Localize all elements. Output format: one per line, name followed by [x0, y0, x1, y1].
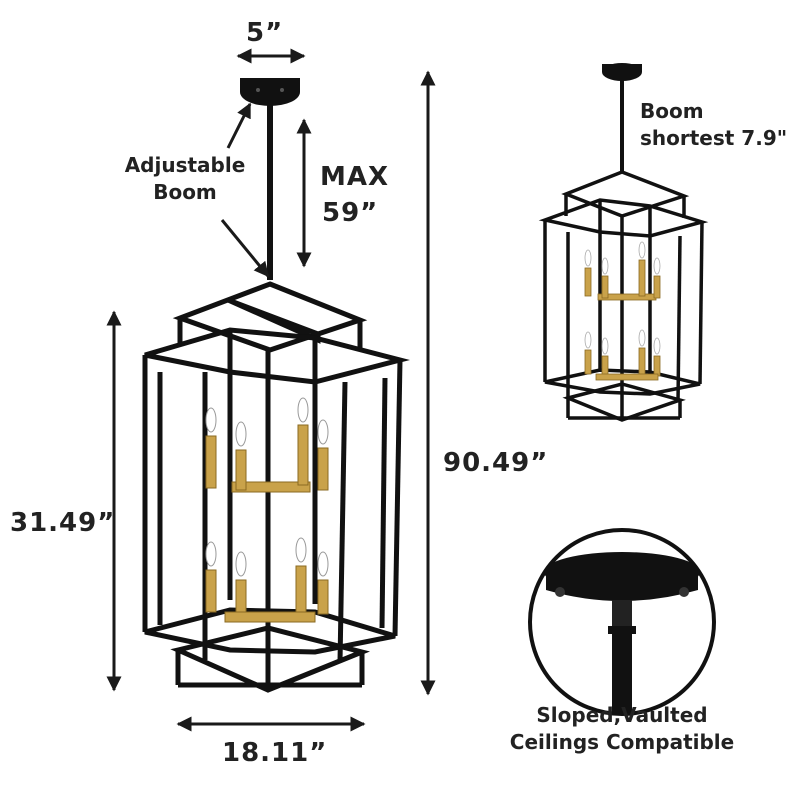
boom-max-label-line2: 59”: [322, 198, 379, 228]
adjustable-line1: Adjustable: [124, 153, 246, 177]
dimension-arrows: [106, 48, 436, 732]
body-height-label: 31.49”: [10, 508, 116, 538]
width-label: 18.11”: [222, 738, 328, 768]
large-chandelier: [142, 78, 410, 693]
overall-height-label: 90.49”: [443, 448, 549, 478]
boom-max-label-line1: MAX: [320, 162, 390, 192]
sloped-line1: Sloped,Vaulted: [536, 703, 708, 727]
small-candle-arms: [584, 259, 661, 381]
boom-short-line1: Boom: [640, 99, 704, 123]
large-candle-arms: [205, 424, 329, 623]
sloped-ceiling-detail: [528, 528, 716, 716]
canopy-width-label: 5”: [246, 18, 284, 48]
small-chandelier: [538, 63, 709, 422]
adjustable-boom-label: Adjustable Boom: [118, 152, 252, 206]
boom-shortest-label: Boom shortest 7.9": [640, 98, 787, 152]
boom-short-line2: shortest 7.9": [640, 126, 788, 150]
sloped-line2: Ceilings Compatible: [509, 730, 735, 754]
adjustable-pointer-lower: [220, 219, 270, 278]
adjustable-pointer-upper: [226, 102, 252, 149]
adjustable-line2: Boom: [153, 180, 217, 204]
sloped-ceilings-label: Sloped,Vaulted Ceilings Compatible: [488, 702, 756, 756]
small-candle-bulbs: [584, 241, 661, 355]
large-candle-bulbs: [205, 397, 329, 577]
